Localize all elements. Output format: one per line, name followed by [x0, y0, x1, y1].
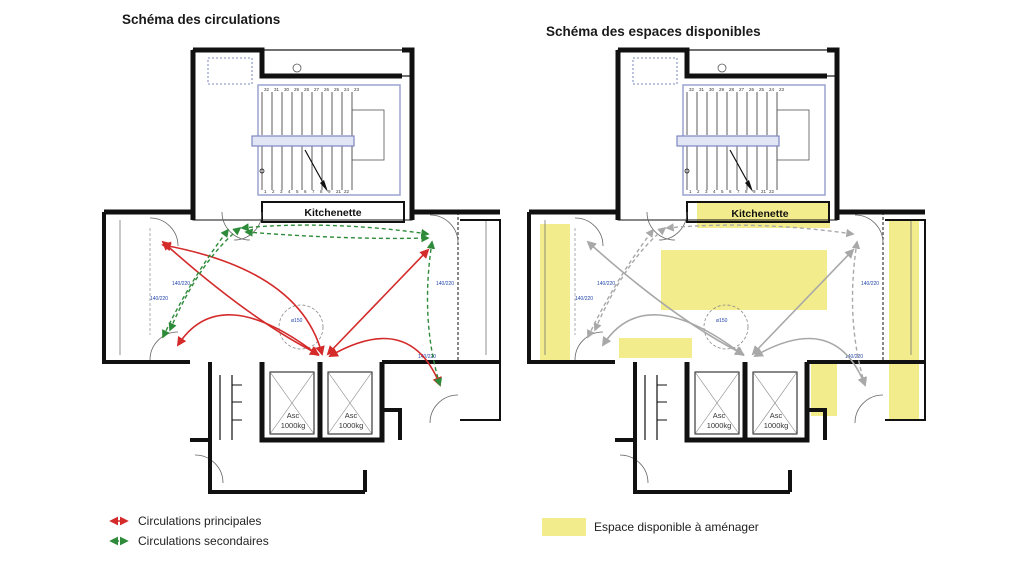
door-size-label: 140/220	[575, 296, 593, 302]
gray-arrow	[751, 248, 855, 356]
elevator-2-label: Asc	[770, 411, 783, 420]
door-size-label: 140/220	[150, 296, 168, 302]
available-space-zone	[619, 338, 692, 358]
stair-step-number: 29	[294, 87, 300, 92]
primary-arrow-icon	[109, 516, 129, 526]
available-space-zone	[811, 360, 837, 416]
stair-step-number: 1	[264, 189, 267, 194]
stair-step-number: 25	[759, 87, 765, 92]
stair-step-number: 5	[296, 189, 299, 194]
available-space-zone	[540, 224, 570, 360]
elevator-1-label: Asc	[713, 411, 726, 420]
stair-step-number: 21	[761, 189, 767, 194]
legend-available-space: Espace disponible à aménager	[542, 518, 759, 536]
stair-step-number: 9	[753, 189, 756, 194]
stair-step-number: 29	[719, 87, 725, 92]
stair-step-number: 30	[284, 87, 290, 92]
secondary-arrow	[426, 240, 443, 387]
legend-primary-label: Circulations principales	[138, 514, 262, 528]
elevator-1-capacity: 1000kg	[281, 421, 306, 430]
stair-step-number: 7	[312, 189, 315, 194]
stair-step-number: 28	[304, 87, 310, 92]
stair-step-number: 5	[721, 189, 724, 194]
stair-step-number: 24	[344, 87, 350, 92]
stair-step-number: 8	[320, 189, 323, 194]
secondary-circulation-arrows	[162, 223, 443, 387]
available-space-floor-plan: Kitchenette Asc 1000kg Asc 1000kg 140/22…	[529, 50, 925, 492]
legend-available-label: Espace disponible à aménager	[594, 520, 759, 534]
legend-secondary: Circulations secondaires	[108, 534, 269, 548]
gray-dashed-arrow	[851, 240, 868, 387]
door-size-label: 140/220	[861, 281, 879, 287]
stair-step-number: 2	[272, 189, 275, 194]
stair-step-number: 24	[769, 87, 775, 92]
circulation-arrows-gray-dashed	[587, 223, 868, 387]
stair-step-number: 3	[705, 189, 708, 194]
stair-step-number: 22	[344, 189, 350, 194]
stair-step-number: 9	[328, 189, 331, 194]
stair-step-number: 6	[729, 189, 732, 194]
available-space-diagram-title: Schéma des espaces disponibles	[546, 24, 761, 39]
stair-step-number: 3	[280, 189, 283, 194]
stair-step-number: 4	[713, 189, 716, 194]
available-space-swatch	[542, 518, 586, 536]
stair-step-number: 21	[336, 189, 342, 194]
primary-arrow	[326, 248, 430, 356]
stair-step-number: 7	[737, 189, 740, 194]
gray-dashed-arrow	[665, 223, 855, 238]
stair-step-number: 32	[264, 87, 270, 92]
stair-step-number: 31	[699, 87, 705, 92]
stair-step-number: 27	[314, 87, 320, 92]
elevator-2-capacity: 1000kg	[339, 421, 364, 430]
stair-step-number: 26	[324, 87, 330, 92]
stair-step-number: 32	[689, 87, 695, 92]
stair-step-number: 2	[697, 189, 700, 194]
elevator-2-label: Asc	[345, 411, 358, 420]
circulation-floor-plan: Kitchenette Asc 1000kg Asc 1000kg 140/22…	[104, 50, 500, 492]
secondary-arrow-icon	[109, 536, 129, 546]
secondary-arrow	[244, 228, 430, 243]
stair-step-number: 23	[354, 87, 360, 92]
stair-step-number: 22	[769, 189, 775, 194]
stair-step-number: 27	[739, 87, 745, 92]
primary-arrow	[161, 240, 320, 355]
elevator-1-label: Asc	[287, 411, 300, 420]
door-size-label: 140/220	[172, 281, 190, 287]
secondary-arrow	[168, 226, 242, 332]
turning-circle-label: ø150	[716, 318, 728, 324]
stair-step-number: 26	[749, 87, 755, 92]
circulation-diagram-title: Schéma des circulations	[122, 12, 281, 27]
stair-step-number: 25	[334, 87, 340, 92]
available-space-zone	[889, 220, 919, 420]
door-size-label: 140/220	[436, 281, 454, 287]
turning-circle-label: ø150	[291, 318, 303, 324]
stair-step-number: 6	[304, 189, 307, 194]
legend-primary: Circulations principales	[108, 514, 261, 528]
stair-step-number: 23	[779, 87, 785, 92]
door-size-label: 140/220	[597, 281, 615, 287]
available-space-zones	[540, 202, 919, 420]
primary-arrow	[161, 241, 325, 356]
stair-step-number: 30	[709, 87, 715, 92]
stair-step-number: 28	[729, 87, 735, 92]
legend-secondary-label: Circulations secondaires	[138, 534, 269, 548]
available-space-zone	[661, 250, 827, 310]
stair-step-number: 4	[288, 189, 291, 194]
elevator-2-capacity: 1000kg	[764, 421, 789, 430]
gray-dashed-arrow	[593, 226, 667, 332]
kitchenette-label: Kitchenette	[731, 208, 788, 220]
stair-step-number: 1	[689, 189, 692, 194]
kitchenette-label: Kitchenette	[304, 207, 361, 219]
stair-step-number: 8	[745, 189, 748, 194]
secondary-arrow	[240, 223, 430, 238]
stair-step-number: 31	[274, 87, 280, 92]
elevator-1-capacity: 1000kg	[707, 421, 732, 430]
